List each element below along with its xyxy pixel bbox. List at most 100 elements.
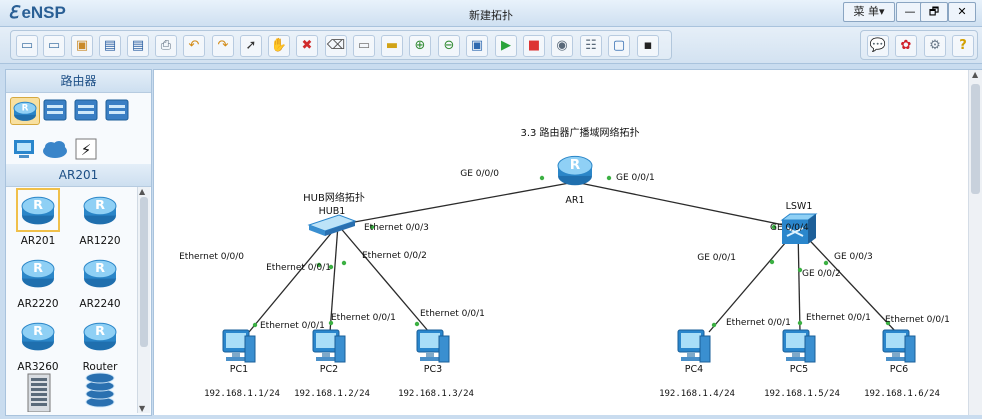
menu-button[interactable]: 菜 单▾: [843, 2, 895, 22]
switch-icon: [43, 99, 67, 121]
node-lsw1[interactable]: [780, 213, 818, 244]
fit-view-icon[interactable]: ▣: [466, 35, 488, 57]
sidebar-scroll-thumb[interactable]: [140, 197, 148, 347]
zoom-in-icon[interactable]: ⊕: [409, 35, 431, 57]
port-status-dot: [885, 320, 891, 326]
topology-layout-icon[interactable]: ☷: [580, 35, 602, 57]
ip-address-label: 192.168.1.4/24: [659, 389, 735, 399]
port-label: Ethernet 0/0/1: [266, 263, 331, 273]
add-shape-icon[interactable]: ▬: [381, 35, 403, 57]
delete-link-icon[interactable]: ⌫: [325, 35, 347, 57]
palette-icon[interactable]: ▢: [608, 35, 630, 57]
port-label: Ethernet 0/0/1: [260, 321, 325, 331]
port-status-dot: [328, 320, 334, 326]
ip-address-label: 192.168.1.1/24: [204, 389, 280, 399]
select-pointer-icon[interactable]: ➚: [240, 35, 262, 57]
node-pc4[interactable]: [677, 329, 711, 363]
node-pc6[interactable]: [882, 329, 916, 363]
port-status-dot: [369, 224, 375, 230]
link-lsw1-pc6[interactable]: [797, 227, 897, 333]
port-label: Ethernet 0/0/1: [331, 313, 396, 323]
canvas-scrollbar[interactable]: ▲: [968, 70, 982, 415]
window-title: 新建拓扑: [469, 9, 513, 22]
router-icon: R: [83, 322, 117, 351]
scroll-down-arrow-icon[interactable]: ▼: [139, 404, 146, 413]
node-pc2[interactable]: [312, 329, 346, 363]
open-topology-icon[interactable]: ▭: [43, 35, 65, 57]
canvas-scroll-thumb[interactable]: [971, 84, 980, 194]
link-lsw1-pc5[interactable]: [797, 227, 801, 333]
router-category[interactable]: R: [10, 97, 40, 125]
connection-category[interactable]: ⚡: [72, 136, 100, 162]
port-label: Ethernet 0/0/3: [364, 223, 429, 233]
node-pc5[interactable]: [782, 329, 816, 363]
terminal-icon[interactable]: ▪: [637, 35, 659, 57]
svg-text:⚡: ⚡: [81, 141, 92, 159]
open-example-icon[interactable]: ▣: [71, 35, 93, 57]
settings-gear-icon[interactable]: ⚙: [924, 35, 946, 57]
node-label: PC3: [424, 364, 442, 375]
device-stack[interactable]: [70, 372, 130, 417]
port-status-dot: [711, 322, 717, 328]
svg-text:R: R: [95, 324, 105, 339]
cloud-category[interactable]: [41, 136, 69, 162]
node-pc3[interactable]: [416, 329, 450, 363]
stop-device-icon[interactable]: ■: [523, 35, 545, 57]
ip-address-label: 192.168.1.3/24: [398, 389, 474, 399]
sidebar-scrollbar[interactable]: ▲ ▼: [137, 187, 150, 413]
port-status-dot: [252, 322, 258, 328]
device-chassis[interactable]: [8, 372, 68, 417]
add-text-icon[interactable]: ▭: [353, 35, 375, 57]
close-button[interactable]: ✕: [948, 2, 976, 22]
redo-icon[interactable]: ↷: [212, 35, 234, 57]
port-label: GE 0/0/1: [697, 253, 736, 263]
save-icon[interactable]: ▤: [99, 35, 121, 57]
ip-address-label: 192.168.1.2/24: [294, 389, 370, 399]
port-status-dot: [341, 260, 347, 266]
link-ar1-hub1[interactable]: [337, 181, 576, 226]
help-icon[interactable]: ?: [952, 35, 974, 57]
node-label: PC4: [685, 364, 703, 375]
node-label: PC5: [790, 364, 808, 375]
pc-category[interactable]: [10, 136, 38, 162]
wireless-icon: [74, 99, 98, 121]
restore-button[interactable]: 🗗: [920, 2, 948, 22]
node-ar1[interactable]: R: [557, 155, 593, 186]
delete-icon[interactable]: ✖: [296, 35, 318, 57]
node-pc1[interactable]: [222, 329, 256, 363]
huawei-logo-icon[interactable]: ✿: [895, 35, 917, 57]
connection-icon: ⚡: [75, 138, 97, 160]
wireless-category[interactable]: [72, 97, 100, 123]
link-hub1-pc2[interactable]: [329, 224, 339, 333]
new-topology-icon[interactable]: ▭: [16, 35, 38, 57]
link-lsw1-pc4[interactable]: [708, 227, 799, 333]
scroll-up-arrow-icon[interactable]: ▲: [139, 187, 146, 196]
pan-hand-icon[interactable]: ✋: [268, 35, 290, 57]
zoom-out-icon[interactable]: ⊖: [438, 35, 460, 57]
switch-category[interactable]: [41, 97, 69, 123]
port-status-dot: [316, 262, 322, 268]
link-ar1-lsw1[interactable]: [574, 181, 799, 229]
port-label: Ethernet 0/0/2: [362, 251, 427, 261]
save-as-icon[interactable]: ▤: [127, 35, 149, 57]
canvas-scroll-up-icon[interactable]: ▲: [972, 70, 979, 79]
link-hub1-pc3[interactable]: [337, 224, 430, 333]
undo-icon[interactable]: ↶: [183, 35, 205, 57]
main-toolbar: ▭▭▣▤▤⎙↶↷➚✋✖⌫▭▬⊕⊖▣▶■◉☷▢▪💬✿⚙?: [0, 27, 982, 64]
capture-icon[interactable]: ◉: [551, 35, 573, 57]
start-device-icon[interactable]: ▶: [495, 35, 517, 57]
chat-icon[interactable]: 💬: [867, 35, 889, 57]
print-icon[interactable]: ⎙: [155, 35, 177, 57]
firewall-category[interactable]: [103, 97, 131, 123]
link-hub1-pc1[interactable]: [248, 224, 339, 333]
node-hub1[interactable]: [307, 214, 357, 236]
ip-address-label: 192.168.1.5/24: [764, 389, 840, 399]
